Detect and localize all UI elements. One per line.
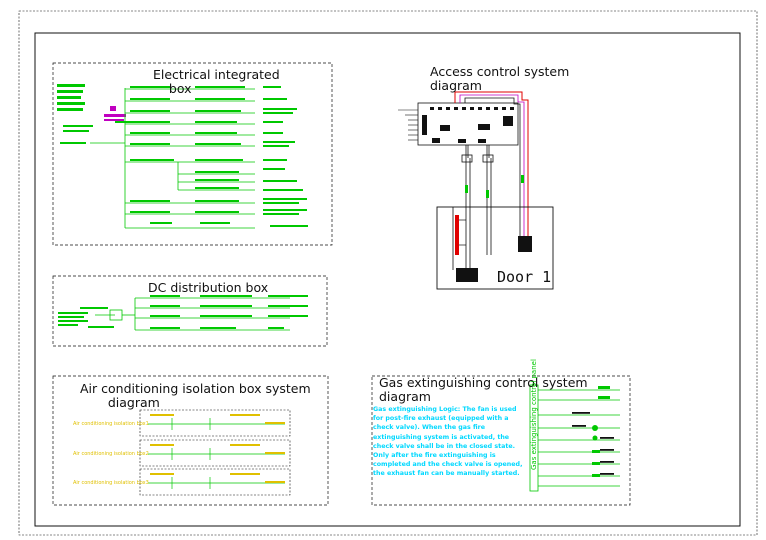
dc-distribution-title: DC distribution box: [148, 280, 269, 295]
aircon-row-label: Air conditioning isolation box2: [73, 451, 149, 457]
access-control-panel: [398, 91, 554, 290]
gas-control-panel-label: Gas extinguishing control panel: [530, 359, 538, 470]
gas-panel: [371, 375, 631, 506]
inner-frame: [34, 32, 741, 527]
aircon-row-label: Air conditioning isolation box3: [73, 480, 149, 486]
aircon-panel: [52, 375, 329, 506]
access-control-title: Access control system diagram: [430, 64, 570, 93]
outer-frame: [18, 10, 758, 536]
aircon-row-label: Air conditioning isolation box1: [73, 421, 149, 427]
door-label: Door 1: [497, 268, 552, 286]
electrical-panel: [52, 62, 333, 246]
aircon-title: Air conditioning isolation box system di…: [80, 381, 311, 410]
electrical-box-title: Electrical integrated box: [153, 67, 280, 96]
dc-distribution-panel: [52, 275, 328, 347]
gas-logic-description: Gas extinguishing Logic: The fan is used…: [373, 406, 523, 478]
gas-title: Gas extinguishing control system diagram: [379, 375, 588, 404]
